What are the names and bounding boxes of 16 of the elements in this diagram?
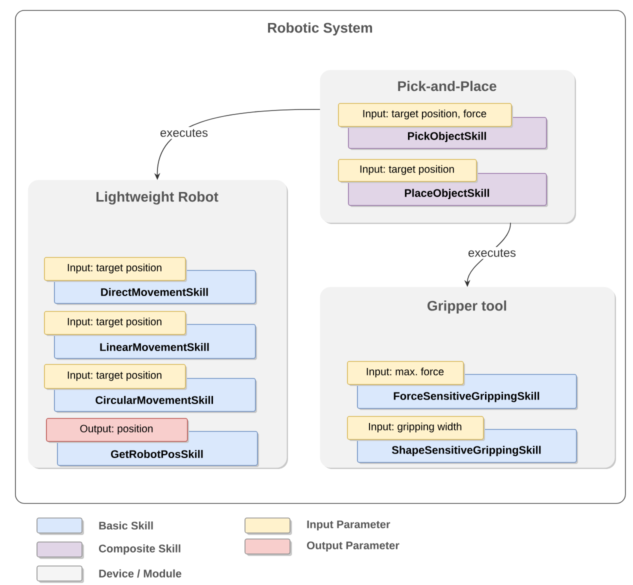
parameter-tag: Input: target position (44, 364, 187, 390)
legend-label: Device / Module (99, 569, 182, 578)
legend-label: Output Parameter (307, 542, 400, 552)
edge-label: executes (466, 247, 518, 259)
edge-label: executes (158, 127, 210, 139)
parameter-tag: Input: target position (338, 158, 478, 183)
node-label: GetRobotPosSkill (111, 450, 203, 458)
legend-label: Input Parameter (307, 520, 390, 530)
legend-label: Basic Skill (99, 521, 153, 530)
parameter-tag: Input: target position, force (338, 103, 513, 128)
parameter-tag: Input: max. force (347, 360, 465, 386)
parameter-tag: Input: target position (44, 311, 187, 336)
parameter-tag: Input: target position (44, 256, 187, 282)
parameter-tag: Input: gripping width (347, 416, 485, 441)
parameter-tag: Output: position (46, 418, 189, 443)
legend-label: Composite Skill (99, 544, 180, 555)
